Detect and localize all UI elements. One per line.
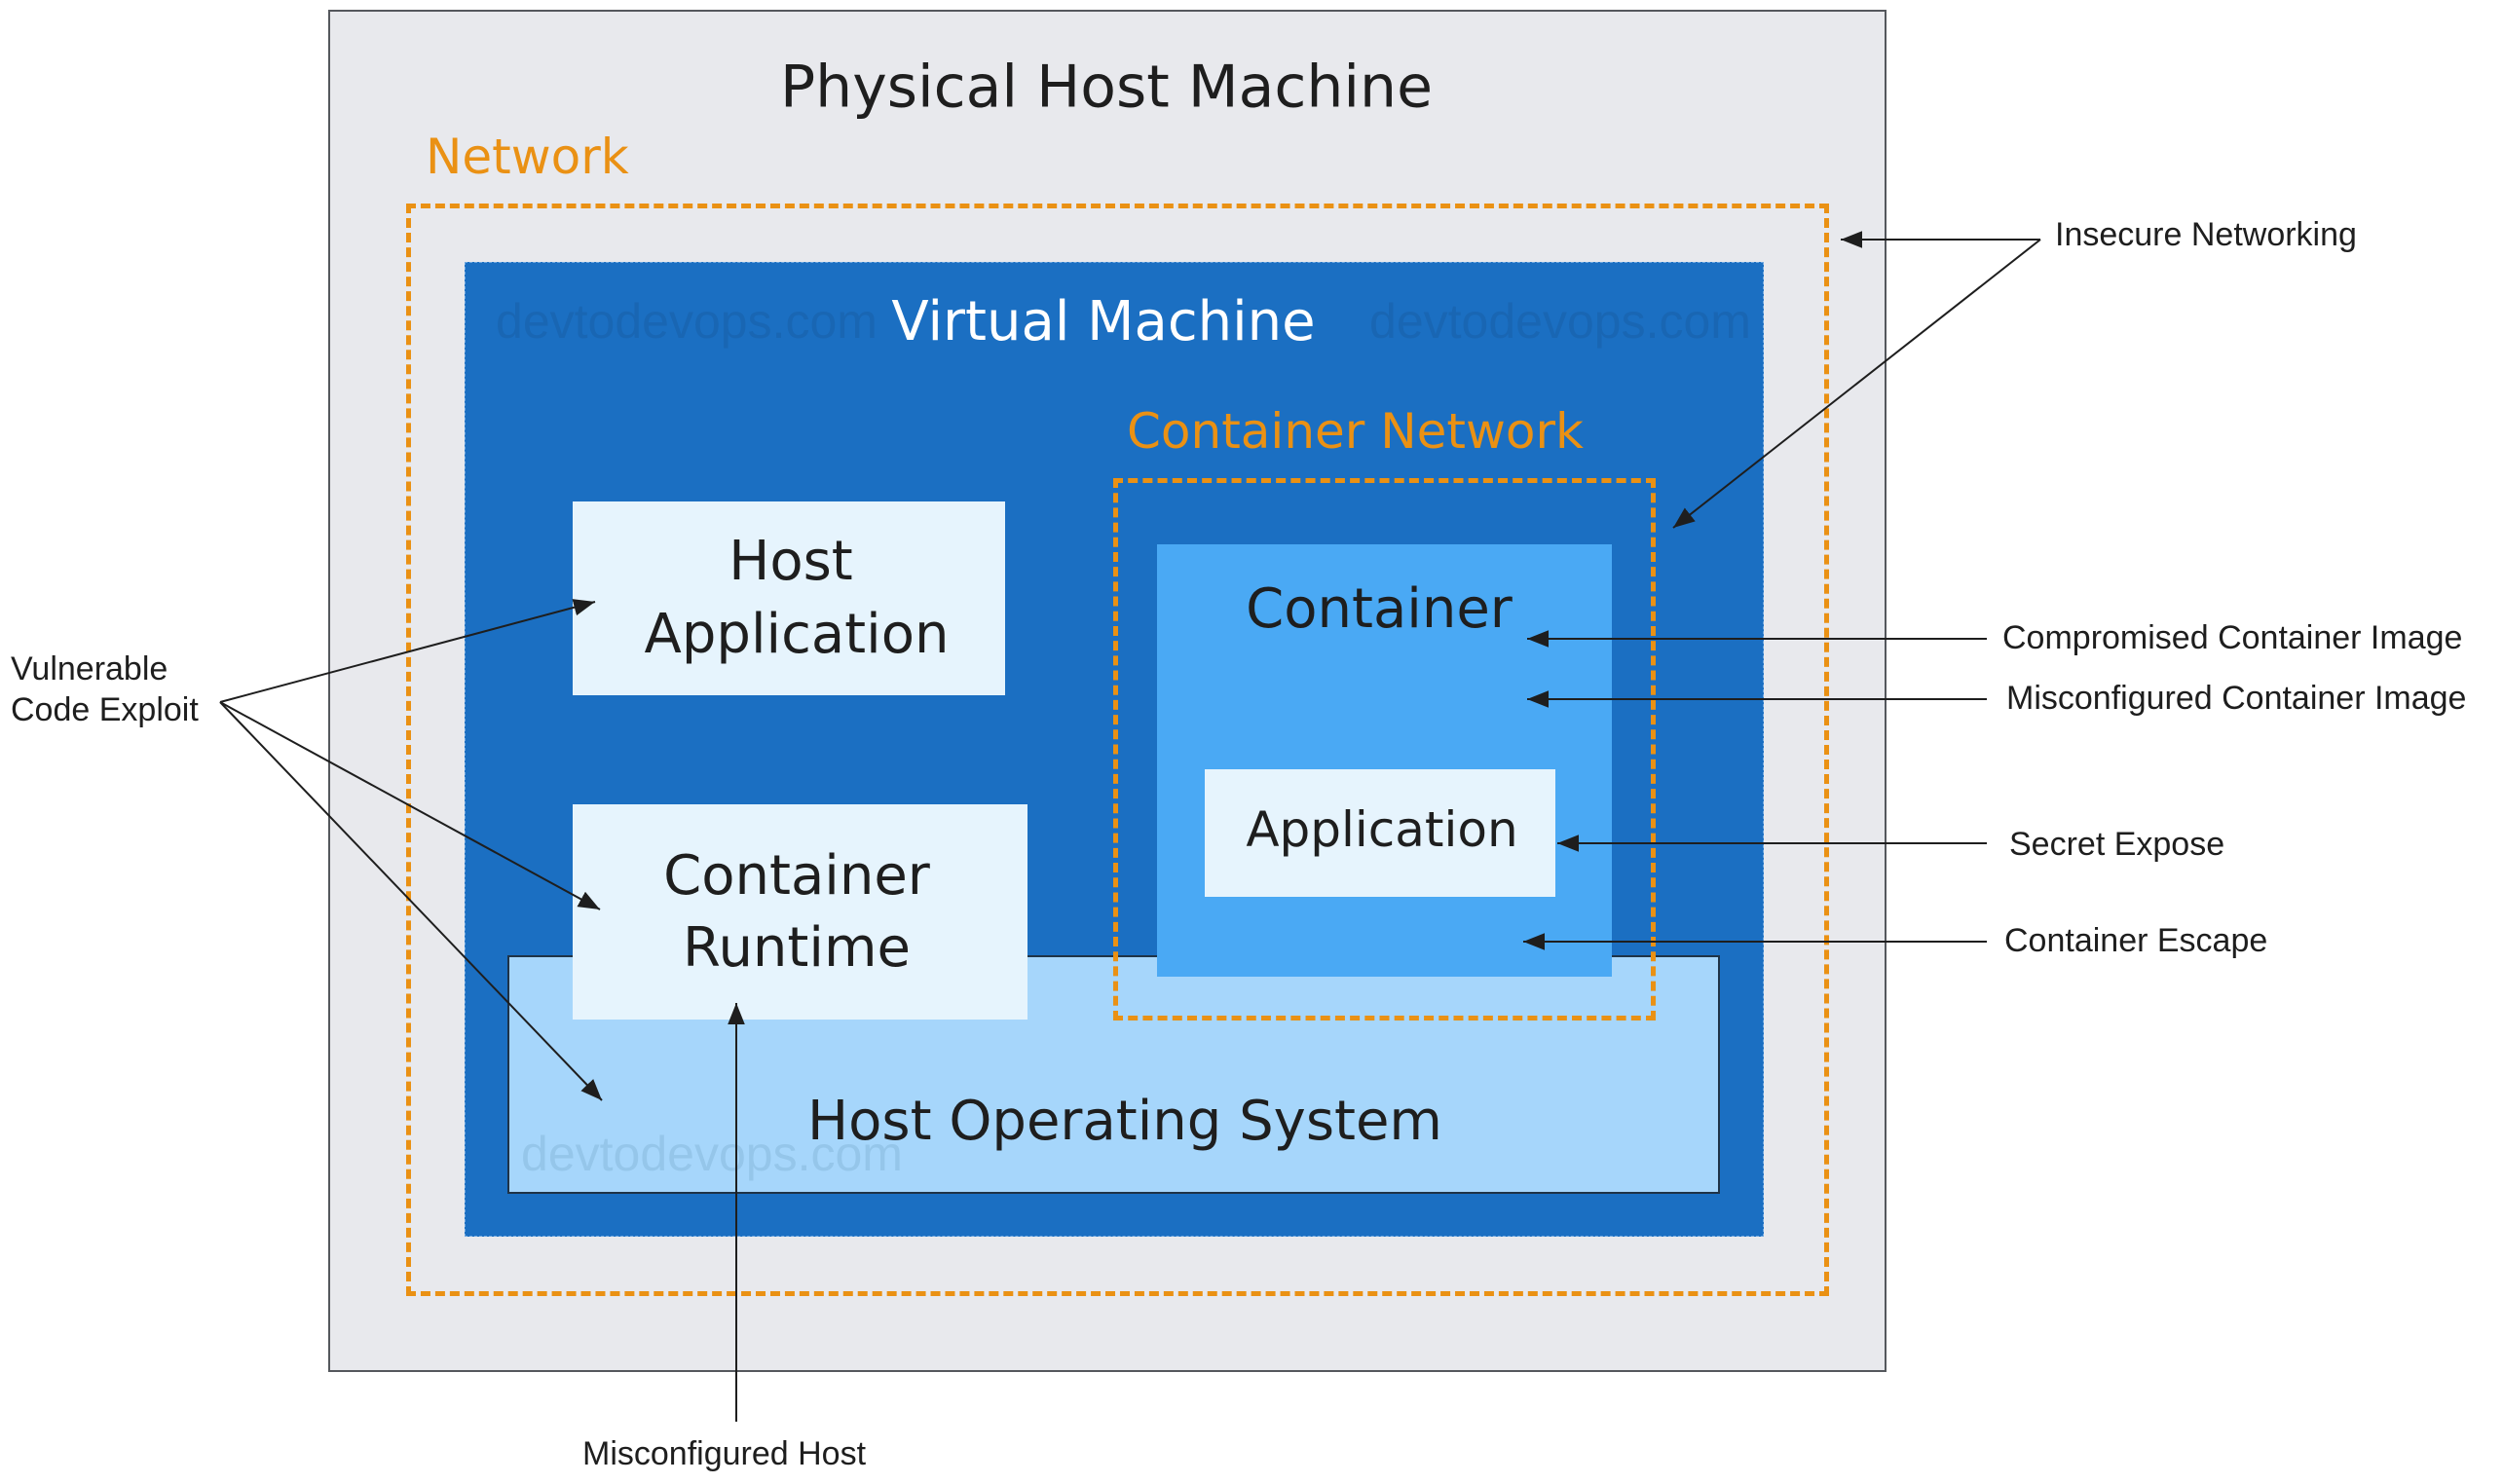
host-application-label-line2: Application: [644, 603, 950, 666]
container-runtime-label-line2: Runtime: [683, 916, 911, 980]
physical-host-machine-title: Physical Host Machine: [780, 53, 1433, 122]
network-boundary: [406, 204, 1829, 1296]
container-label: Container: [1246, 577, 1513, 641]
host-application-box: [573, 501, 1005, 695]
container-runtime-box: [573, 804, 1027, 1020]
vulnerable-code-exploit-label-line2: Code Exploit: [11, 691, 199, 728]
application-box: [1205, 769, 1555, 897]
container-network-label: Container Network: [1127, 403, 1584, 460]
misconfigured-host-label: Misconfigured Host: [582, 1435, 867, 1472]
watermark: devtodevops.com: [1369, 294, 1751, 349]
insecure-networking-label: Insecure Networking: [2055, 216, 2357, 253]
vulnerable-to-host-os-arrow: [219, 701, 603, 1101]
container-network-boundary: [1113, 478, 1656, 1020]
watermark: devtodevops.com: [496, 294, 878, 349]
insecure-networking-arrow-2: [1672, 239, 2041, 529]
compromised-container-image-label: Compromised Container Image: [2002, 619, 2463, 656]
secret-expose-label: Secret Expose: [2009, 826, 2225, 863]
vulnerable-code-exploit-label-line1: Vulnerable: [11, 650, 168, 687]
vulnerable-to-runtime-arrow: [219, 701, 601, 910]
misconfigured-container-image-label: Misconfigured Container Image: [2006, 680, 2467, 717]
application-label: Application: [1246, 800, 1518, 858]
container-escape-label: Container Escape: [2004, 922, 2268, 959]
network-label: Network: [426, 129, 629, 185]
virtual-machine-label: Virtual Machine: [891, 290, 1316, 353]
vulnerable-to-host-app-arrow: [219, 599, 596, 703]
container-box: [1157, 544, 1612, 977]
container-runtime-label-line1: Container: [663, 844, 930, 908]
watermark: devtodevops.com: [521, 1127, 903, 1181]
host-application-label-line1: Host: [728, 530, 853, 593]
host-operating-system-label: Host Operating System: [807, 1090, 1442, 1153]
